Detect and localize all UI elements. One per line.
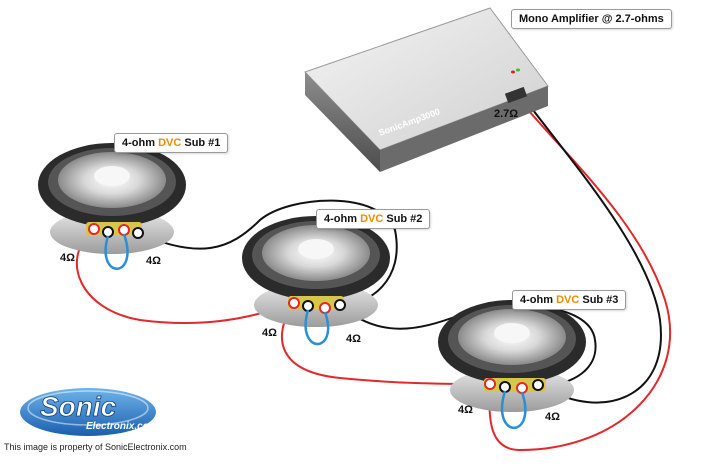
subwoofer-2 [242,216,390,346]
sub1-coil-left-label: 4Ω [60,252,75,264]
sub2-callout: 4-ohm DVC Sub #2 [316,209,431,229]
sub3-callout: 4-ohm DVC Sub #3 [512,290,627,310]
amp-load-label: 2.7Ω [494,108,519,120]
subwoofer-1 [38,143,186,270]
sub1-callout: 4-ohm DVC Sub #1 [114,133,229,153]
sub2-to-sub3-positive-wire [280,301,491,385]
sub1-coil-right-label: 4Ω [146,255,161,267]
sub1-jumper [104,233,129,270]
sub3-coil-right-label: 4Ω [545,411,560,423]
sub2-terminal-pos-1 [288,297,300,309]
sub3-jumper [500,390,527,429]
sub1-terminal-pos-1 [88,223,100,235]
sub2-terminal-neg-1 [302,300,314,312]
copyright-footer: This image is property of SonicElectroni… [4,442,187,452]
amp-positive-wire [488,97,671,452]
logo-main-text: Sonic [40,391,117,422]
sub3-terminal-neg-2 [532,379,544,391]
sub3-terminal-pos-1 [484,378,496,390]
sub2-terminal-pos-2 [319,302,331,314]
sub3-terminal-neg-1 [499,381,511,393]
sub3-coil-left-label: 4Ω [458,404,473,416]
sub1-terminal-neg-2 [132,227,144,239]
sonic-electronix-logo: Sonic Electronix.com [20,388,158,436]
sub2-terminal-neg-2 [334,299,346,311]
sub3-terminal-pos-2 [516,382,528,394]
amp-negative-wire [523,97,662,404]
sub1-terminal-pos-2 [118,224,130,236]
sub2-coil-right-label: 4Ω [346,333,361,345]
amplifier-callout: Mono Amplifier @ 2.7-ohms [511,9,672,29]
logo-sub-text: Electronix.com [86,421,158,432]
sub1-to-sub2-negative-wire [137,199,398,306]
amp-terminal [504,86,528,104]
sub1-terminal-neg-1 [102,226,114,238]
wires [75,97,671,452]
sub1-to-sub2-positive-wire [75,230,295,325]
mono-amplifier: SonicAmp3000 [304,7,549,172]
sub2-coil-left-label: 4Ω [262,327,277,339]
sub2-jumper [304,309,330,346]
subwoofer-3 [438,300,586,429]
